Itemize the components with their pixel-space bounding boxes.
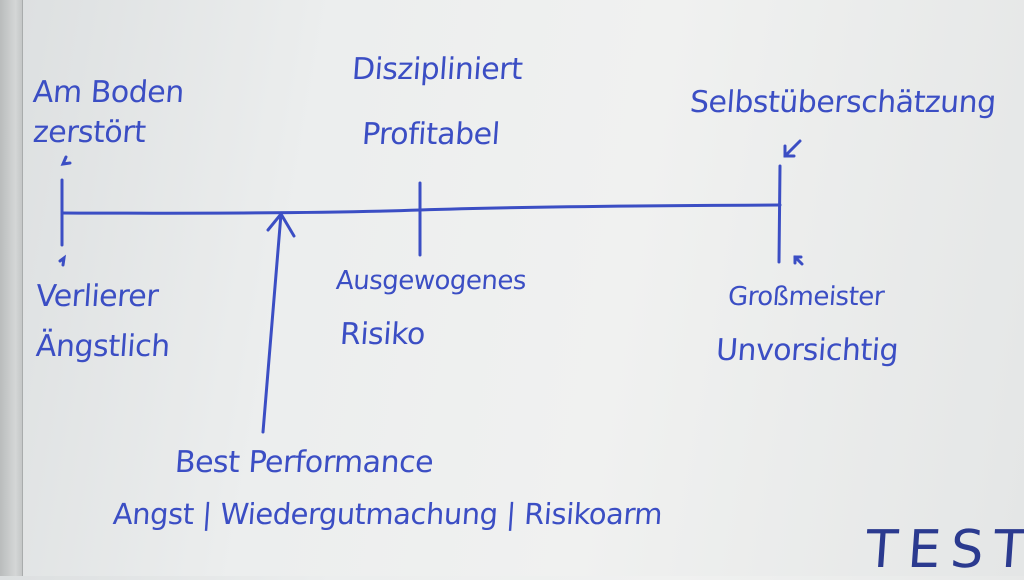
small-arrow-icon <box>793 255 804 266</box>
small-arrow-icon <box>60 155 72 166</box>
label-zerstoert: zerstört <box>31 115 147 150</box>
label-profitabel: Profitabel <box>360 117 501 152</box>
label-aengstlich: Ängstlich <box>34 329 171 364</box>
label-ausgewogenes: Ausgewogenes <box>334 266 528 296</box>
label-test: TEST <box>863 520 1024 580</box>
small-arrow-icon <box>783 139 802 158</box>
label-best-performance: Best Performance <box>173 445 435 480</box>
label-verlierer: Verlierer <box>34 279 160 314</box>
label-am-boden: Am Boden <box>31 75 185 110</box>
label-selbstueberschaetzung: Selbstüberschätzung <box>688 85 997 120</box>
label-angst-wiedergutmachung-risikoarm: Angst | Wiedergutmachung | Risikoarm <box>111 497 664 531</box>
small-arrow-icon <box>58 254 66 267</box>
label-grossmeister: Großmeister <box>726 282 886 312</box>
label-diszipliniert: Diszipliniert <box>350 52 524 87</box>
tick-right <box>777 164 782 264</box>
label-unvorsichtig: Unvorsichtig <box>714 333 900 368</box>
arrow-up-icon <box>261 211 296 434</box>
label-risiko: Risiko <box>338 317 427 352</box>
whiteboard-frame <box>0 0 23 576</box>
